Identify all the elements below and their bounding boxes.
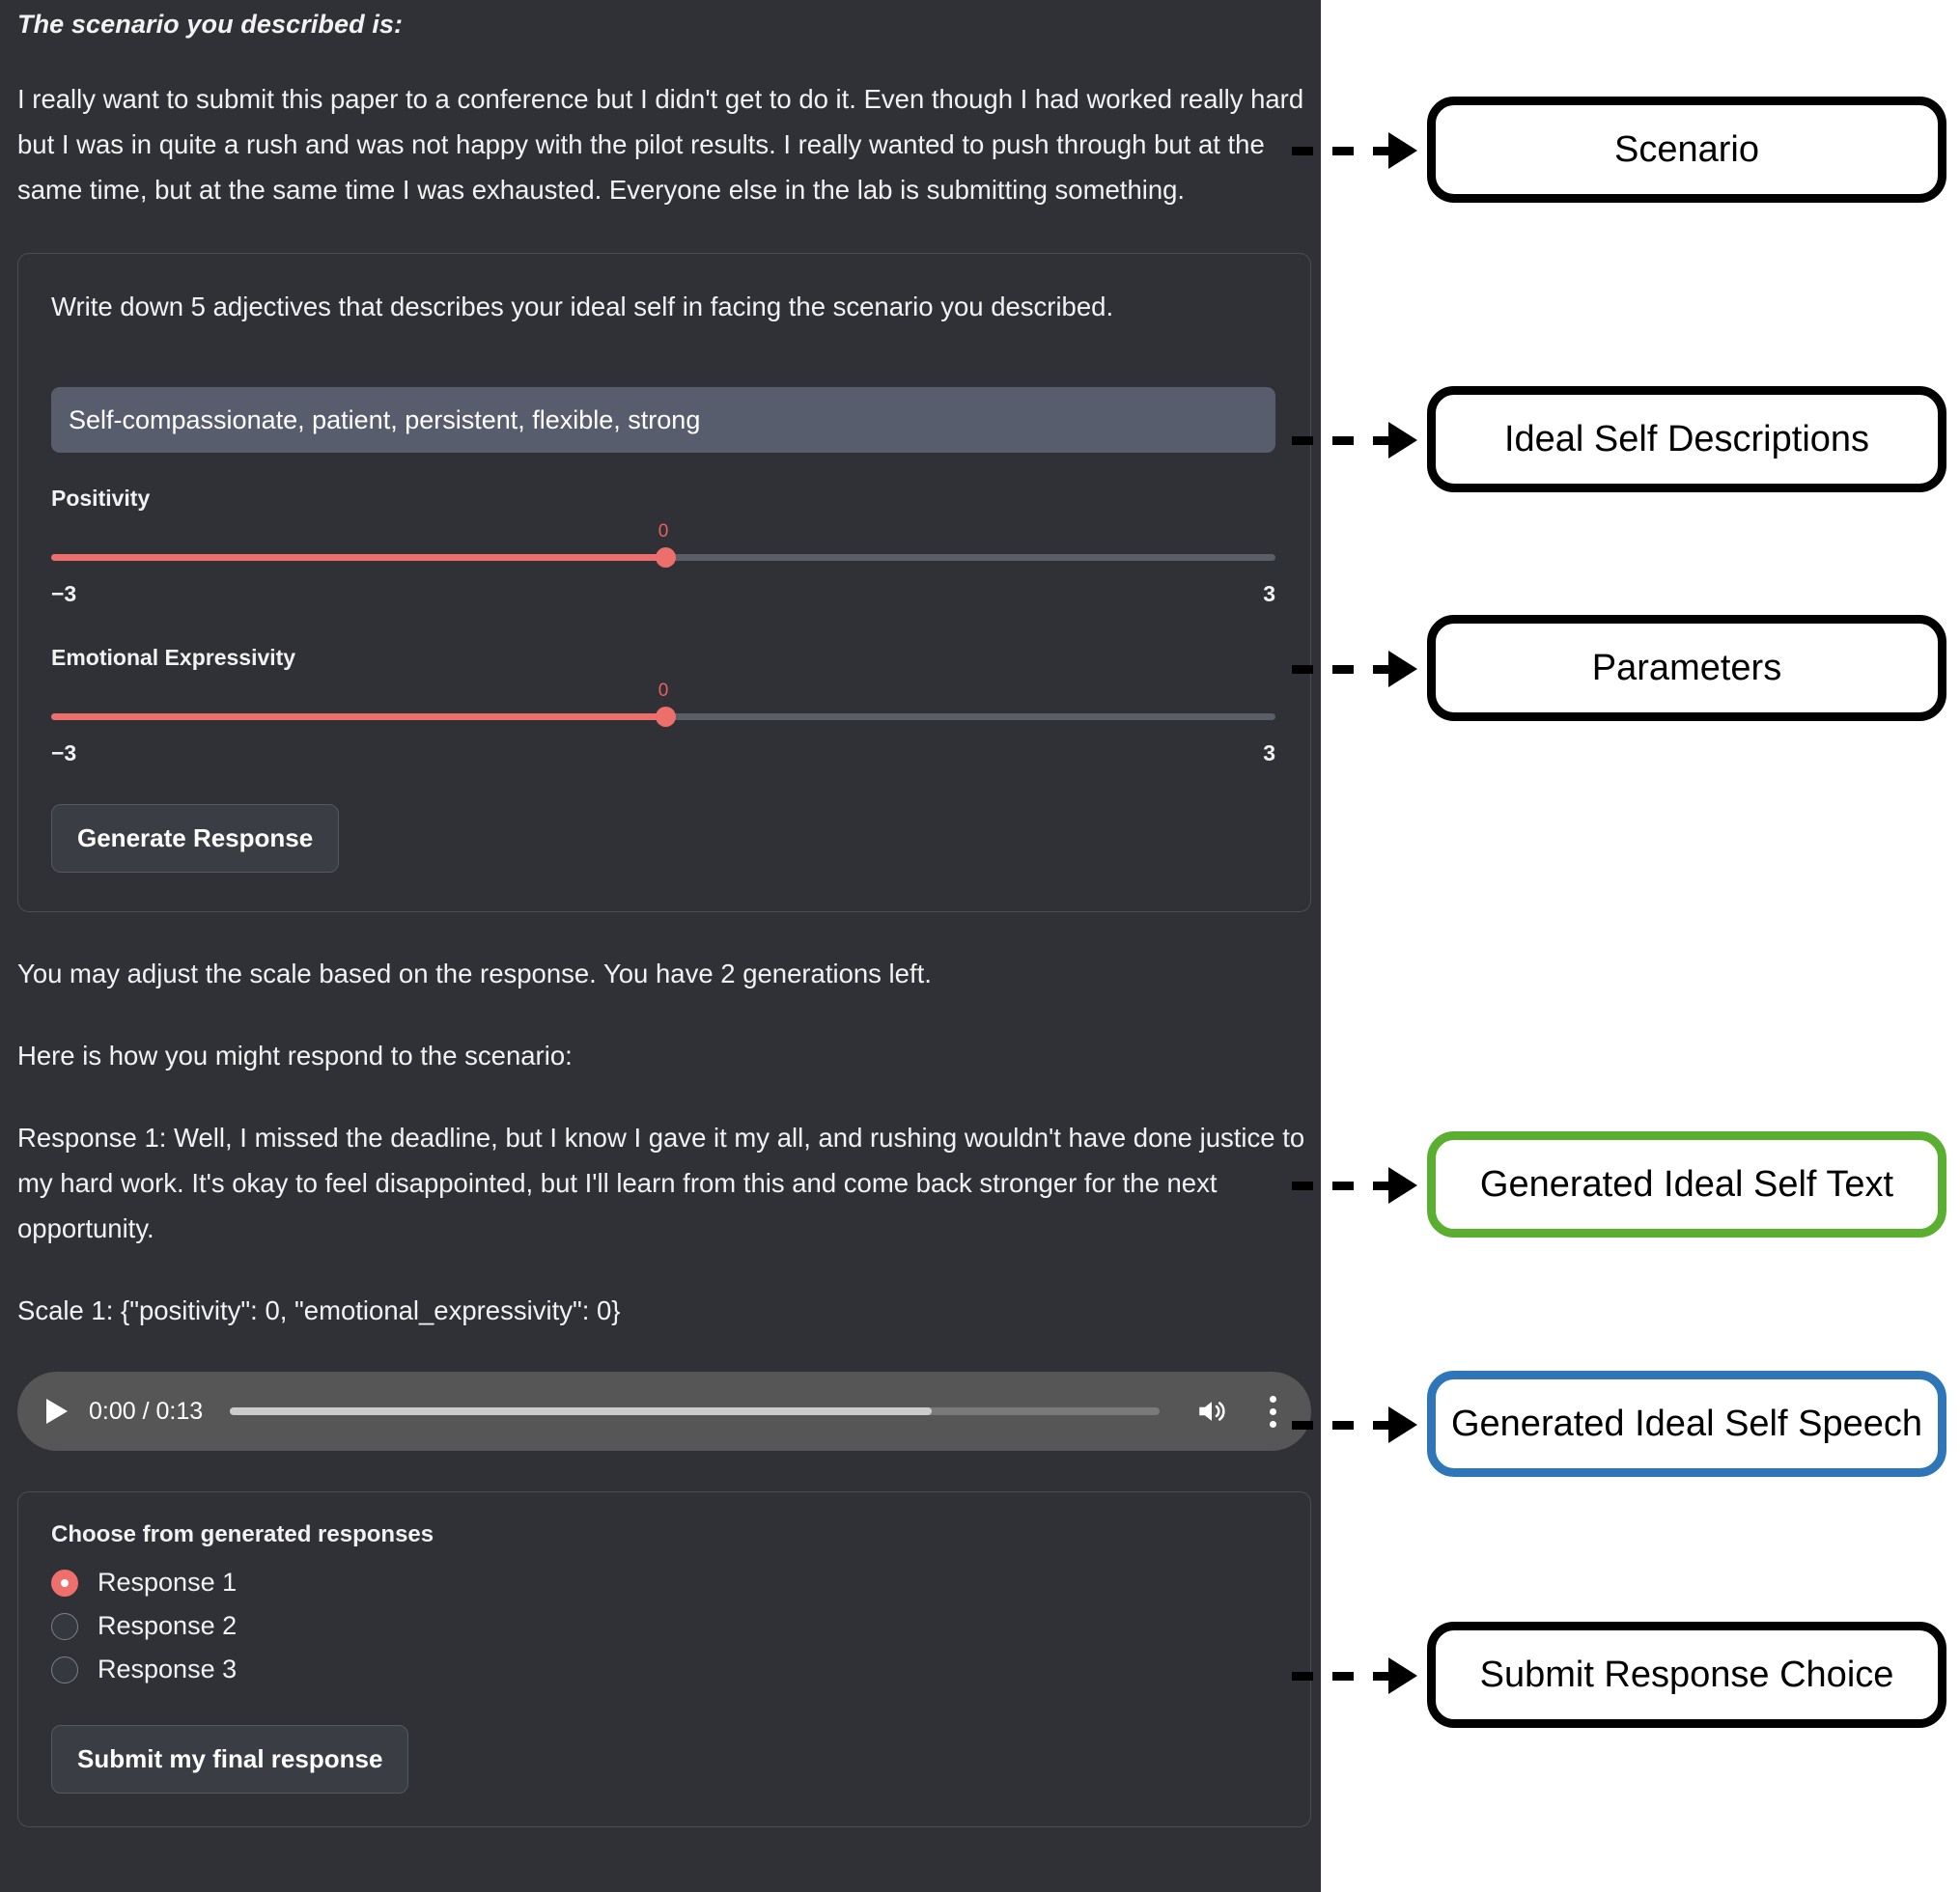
radio-option-response-2[interactable]: Response 2	[51, 1611, 1277, 1641]
radio-icon-response-3[interactable]	[51, 1656, 78, 1683]
adjectives-input[interactable]: Self-compassionate, patient, persistent,…	[51, 387, 1275, 453]
slider-positivity-range: −3 3	[51, 581, 1275, 612]
arrow-dashes	[1292, 1181, 1392, 1190]
response-intro: Here is how you might respond to the sce…	[17, 1041, 573, 1071]
radio-icon-response-2[interactable]	[51, 1612, 78, 1640]
slider-emotional-expressivity-max: 3	[1263, 740, 1275, 765]
arrow-head	[1388, 1406, 1417, 1443]
radio-label-response-2: Response 2	[98, 1611, 238, 1640]
arrow-head	[1388, 1167, 1417, 1204]
arrow-dashes	[1292, 664, 1392, 674]
annotation-submit-response-choice-label: Submit Response Choice	[1479, 1654, 1894, 1695]
slider-positivity-fill	[51, 554, 663, 561]
annotation-arrow-scenario	[1292, 132, 1417, 169]
slider-positivity-min: −3	[51, 581, 77, 606]
radio-icon-response-1[interactable]	[51, 1569, 78, 1597]
audio-progress-bar[interactable]	[230, 1407, 1160, 1415]
scale-readout: Scale 1: {"positivity": 0, "emotional_ex…	[17, 1295, 621, 1325]
radio-label-response-1: Response 1	[98, 1568, 238, 1597]
arrow-dashes	[1292, 146, 1392, 155]
arrow-dashes	[1292, 435, 1392, 445]
audio-player[interactable]: 0:00 / 0:13	[17, 1372, 1311, 1451]
slider-emotional-expressivity-thumb[interactable]	[656, 707, 676, 727]
annotation-parameters: Parameters	[1427, 615, 1946, 721]
radio-option-response-1[interactable]: Response 1	[51, 1568, 1277, 1598]
annotation-submit-response-choice: Submit Response Choice	[1427, 1622, 1946, 1728]
slider-emotional-expressivity-value: 0	[658, 681, 669, 701]
slider-emotional-expressivity-track-wrap[interactable]: 0	[51, 681, 1275, 737]
slider-positivity-label: Positivity	[51, 486, 151, 511]
annotation-ideal-self-descriptions: Ideal Self Descriptions	[1427, 386, 1946, 492]
annotation-arrow-generated-ideal-self-text	[1292, 1167, 1417, 1204]
annotation-arrow-generated-ideal-self-speech	[1292, 1406, 1417, 1443]
play-icon[interactable]	[46, 1399, 68, 1424]
adjectives-prompt: Write down 5 adjectives that describes y…	[51, 292, 1114, 321]
generate-response-button[interactable]: Generate Response	[51, 804, 340, 873]
arrow-head	[1388, 1657, 1417, 1694]
annotation-arrow-submit-response-choice	[1292, 1657, 1417, 1694]
slider-positivity: Positivity 0 −3 3	[51, 486, 1277, 612]
audio-progress-buffer	[230, 1407, 933, 1415]
app-panel: The scenario you described is: I really …	[0, 0, 1321, 1892]
more-vertical-icon[interactable]	[1270, 1395, 1276, 1428]
slider-positivity-track-wrap[interactable]: 0	[51, 521, 1275, 577]
annotation-arrow-parameters	[1292, 651, 1417, 687]
slider-emotional-expressivity-range: −3 3	[51, 740, 1275, 771]
arrow-dashes	[1292, 1420, 1392, 1430]
annotation-ideal-self-descriptions-label: Ideal Self Descriptions	[1503, 418, 1870, 459]
slider-positivity-max: 3	[1263, 581, 1275, 606]
annotation-generated-ideal-self-text: Generated Ideal Self Text	[1427, 1131, 1946, 1238]
arrow-head	[1388, 132, 1417, 169]
arrow-dashes	[1292, 1671, 1392, 1681]
arrow-head	[1388, 651, 1417, 687]
annotation-generated-ideal-self-speech-label: Generated Ideal Self Speech	[1450, 1403, 1922, 1444]
slider-positivity-thumb[interactable]	[656, 547, 676, 568]
generated-response-text: Response 1: Well, I missed the deadline,…	[17, 1123, 1305, 1243]
radio-label-response-3: Response 3	[98, 1655, 238, 1683]
annotation-scenario-label: Scenario	[1614, 128, 1759, 170]
adjust-scale-note: You may adjust the scale based on the re…	[17, 959, 932, 988]
radio-option-response-3[interactable]: Response 3	[51, 1655, 1277, 1684]
annotation-parameters-label: Parameters	[1591, 647, 1782, 688]
annotation-scenario: Scenario	[1427, 97, 1946, 203]
choice-card-title: Choose from generated responses	[51, 1521, 434, 1547]
submit-final-response-button[interactable]: Submit my final response	[51, 1725, 409, 1794]
slider-emotional-expressivity-min: −3	[51, 740, 77, 765]
slider-emotional-expressivity-label: Emotional Expressivity	[51, 645, 296, 670]
slider-emotional-expressivity-fill	[51, 713, 663, 720]
annotation-generated-ideal-self-speech: Generated Ideal Self Speech	[1427, 1371, 1946, 1477]
audio-time-display: 0:00 / 0:13	[89, 1397, 204, 1425]
ideal-self-input-card: Write down 5 adjectives that describes y…	[17, 253, 1311, 912]
slider-emotional-expressivity: Emotional Expressivity 0 −3 3	[51, 645, 1277, 771]
scenario-text: I really want to submit this paper to a …	[17, 84, 1304, 205]
scenario-label: The scenario you described is:	[17, 10, 404, 39]
arrow-head	[1388, 422, 1417, 459]
volume-icon[interactable]	[1192, 1395, 1231, 1428]
slider-positivity-value: 0	[658, 521, 669, 542]
annotation-arrow-ideal-self-descriptions	[1292, 422, 1417, 459]
response-choice-card: Choose from generated responses Response…	[17, 1491, 1311, 1827]
annotation-generated-ideal-self-text-label: Generated Ideal Self Text	[1479, 1163, 1894, 1205]
